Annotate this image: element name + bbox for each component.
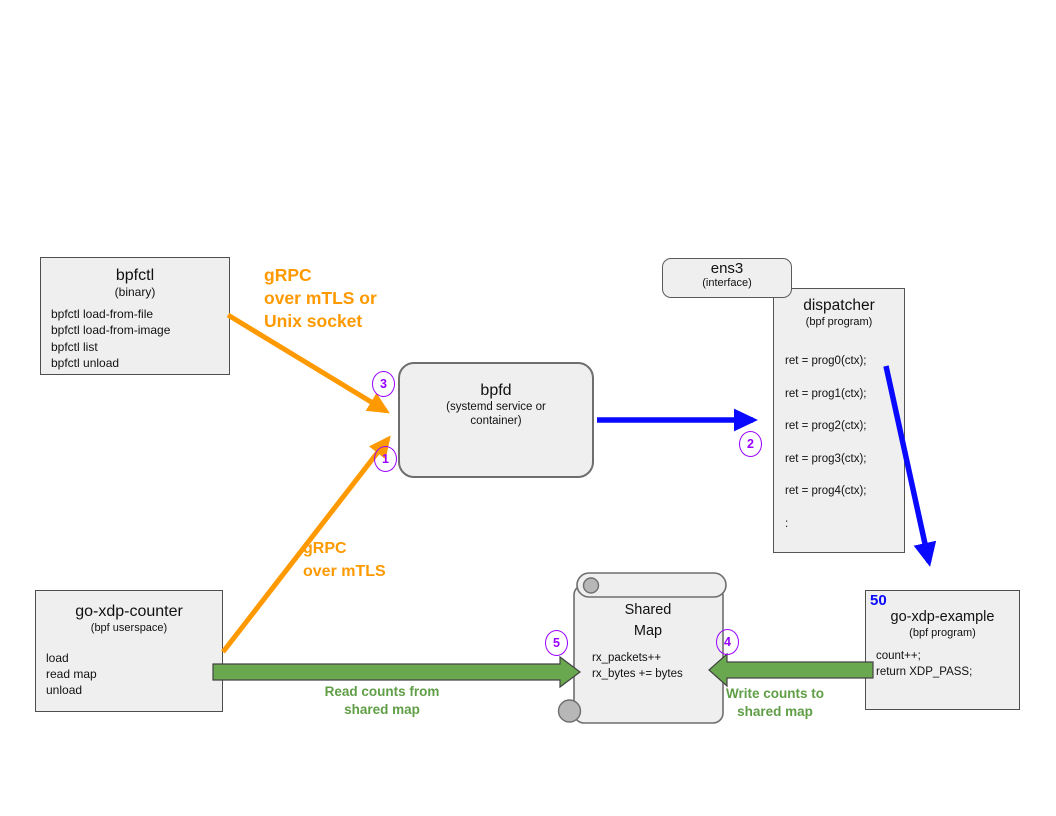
bpfctl-command: bpfctl list: [51, 339, 98, 354]
bpfctl-title: bpfctl: [115, 267, 155, 284]
ens3-subtitle: (interface): [702, 277, 752, 289]
go-xdp-example-code-line: count++;: [876, 650, 921, 662]
dispatcher-subtitle: (bpf program): [805, 316, 873, 328]
step-circle-2: 2: [739, 431, 762, 457]
bpfctl-command: bpfctl unload: [51, 355, 120, 370]
shared-map-counter: rx_bytes += bytes: [592, 667, 683, 680]
dispatcher-code-line: ret = prog0(ctx);: [785, 355, 867, 367]
bpfctl-command: bpfctl load-from-file: [51, 307, 154, 321]
node-go-xdp-counter: go-xdp-counter (bpf userspace) load read…: [35, 590, 223, 712]
bpfd-title: bpfd: [480, 382, 512, 399]
step-circle-1: 1: [374, 446, 397, 472]
bpfd-subtitle: (systemd service or container): [446, 401, 546, 427]
go-xdp-counter-actions: load read map unload: [46, 650, 222, 698]
node-bpfctl: bpfctl (binary) bpfctl load-from-file bp…: [40, 257, 230, 375]
node-dispatcher: dispatcher (bpf program) ret = prog0(ctx…: [773, 288, 905, 553]
shared-map-scroll-shape: [557, 572, 727, 724]
go-xdp-counter-action: read map: [46, 667, 97, 681]
shared-map-counters: rx_packets++ rx_bytes += bytes: [592, 651, 718, 682]
go-xdp-counter-title: go-xdp-counter: [75, 603, 183, 620]
go-xdp-counter-subtitle: (bpf userspace): [90, 622, 168, 634]
scroll-top-roll: [576, 572, 727, 598]
go-xdp-counter-action: unload: [46, 683, 83, 697]
node-bpfd: bpfd (systemd service or container): [398, 362, 594, 478]
dispatcher-code-line: ret = prog1(ctx);: [785, 387, 867, 400]
step-circle-3: 3: [372, 371, 395, 397]
label-grpc-over-mtls: gRPC over mTLS: [303, 540, 386, 580]
scroll-bottom-curl: [557, 699, 582, 723]
step-circle-5: 5: [545, 630, 568, 656]
dispatcher-title: dispatcher: [803, 297, 875, 314]
go-xdp-example-code-line: return XDP_PASS;: [876, 665, 973, 678]
node-ens3: ens3 (interface): [662, 258, 792, 298]
shared-map-counter: rx_packets++: [592, 652, 662, 664]
dispatcher-code-line: :: [785, 517, 789, 530]
dispatcher-code: ret = prog0(ctx); ret = prog1(ctx); ret …: [785, 345, 867, 540]
label-read-counts: Read counts from shared map: [324, 684, 440, 717]
step-circle-4: 4: [716, 629, 739, 655]
dispatcher-code-line: ret = prog3(ctx);: [785, 452, 867, 465]
bpfctl-command: bpfctl load-from-image: [51, 323, 171, 338]
node-shared-map: Shared Map rx_packets++ rx_bytes += byte…: [578, 600, 718, 682]
node-go-xdp-example: 50 go-xdp-example (bpf program) count++;…: [865, 590, 1020, 710]
go-xdp-counter-action: load: [46, 651, 69, 665]
label-write-counts: Write counts to shared map: [725, 686, 824, 719]
shared-map-title: Shared Map: [624, 602, 672, 639]
dispatcher-code-line: ret = prog2(ctx);: [785, 420, 867, 432]
go-xdp-example-title: go-xdp-example: [890, 609, 995, 625]
bpfctl-subtitle: (binary): [114, 285, 156, 299]
label-grpc-over-mtls-or-unix-socket: gRPC over mTLS or Unix socket: [264, 265, 377, 331]
dispatcher-code-line: ret = prog4(ctx);: [785, 485, 867, 497]
bpfctl-commands: bpfctl load-from-file bpfctl load-from-i…: [51, 306, 229, 371]
go-xdp-example-code: count++; return XDP_PASS;: [876, 649, 1019, 680]
scroll-top-curl: [582, 577, 600, 594]
slide-number-badge: 50: [870, 592, 887, 609]
go-xdp-example-subtitle: (bpf program): [909, 627, 976, 639]
ens3-title: ens3: [710, 260, 744, 277]
